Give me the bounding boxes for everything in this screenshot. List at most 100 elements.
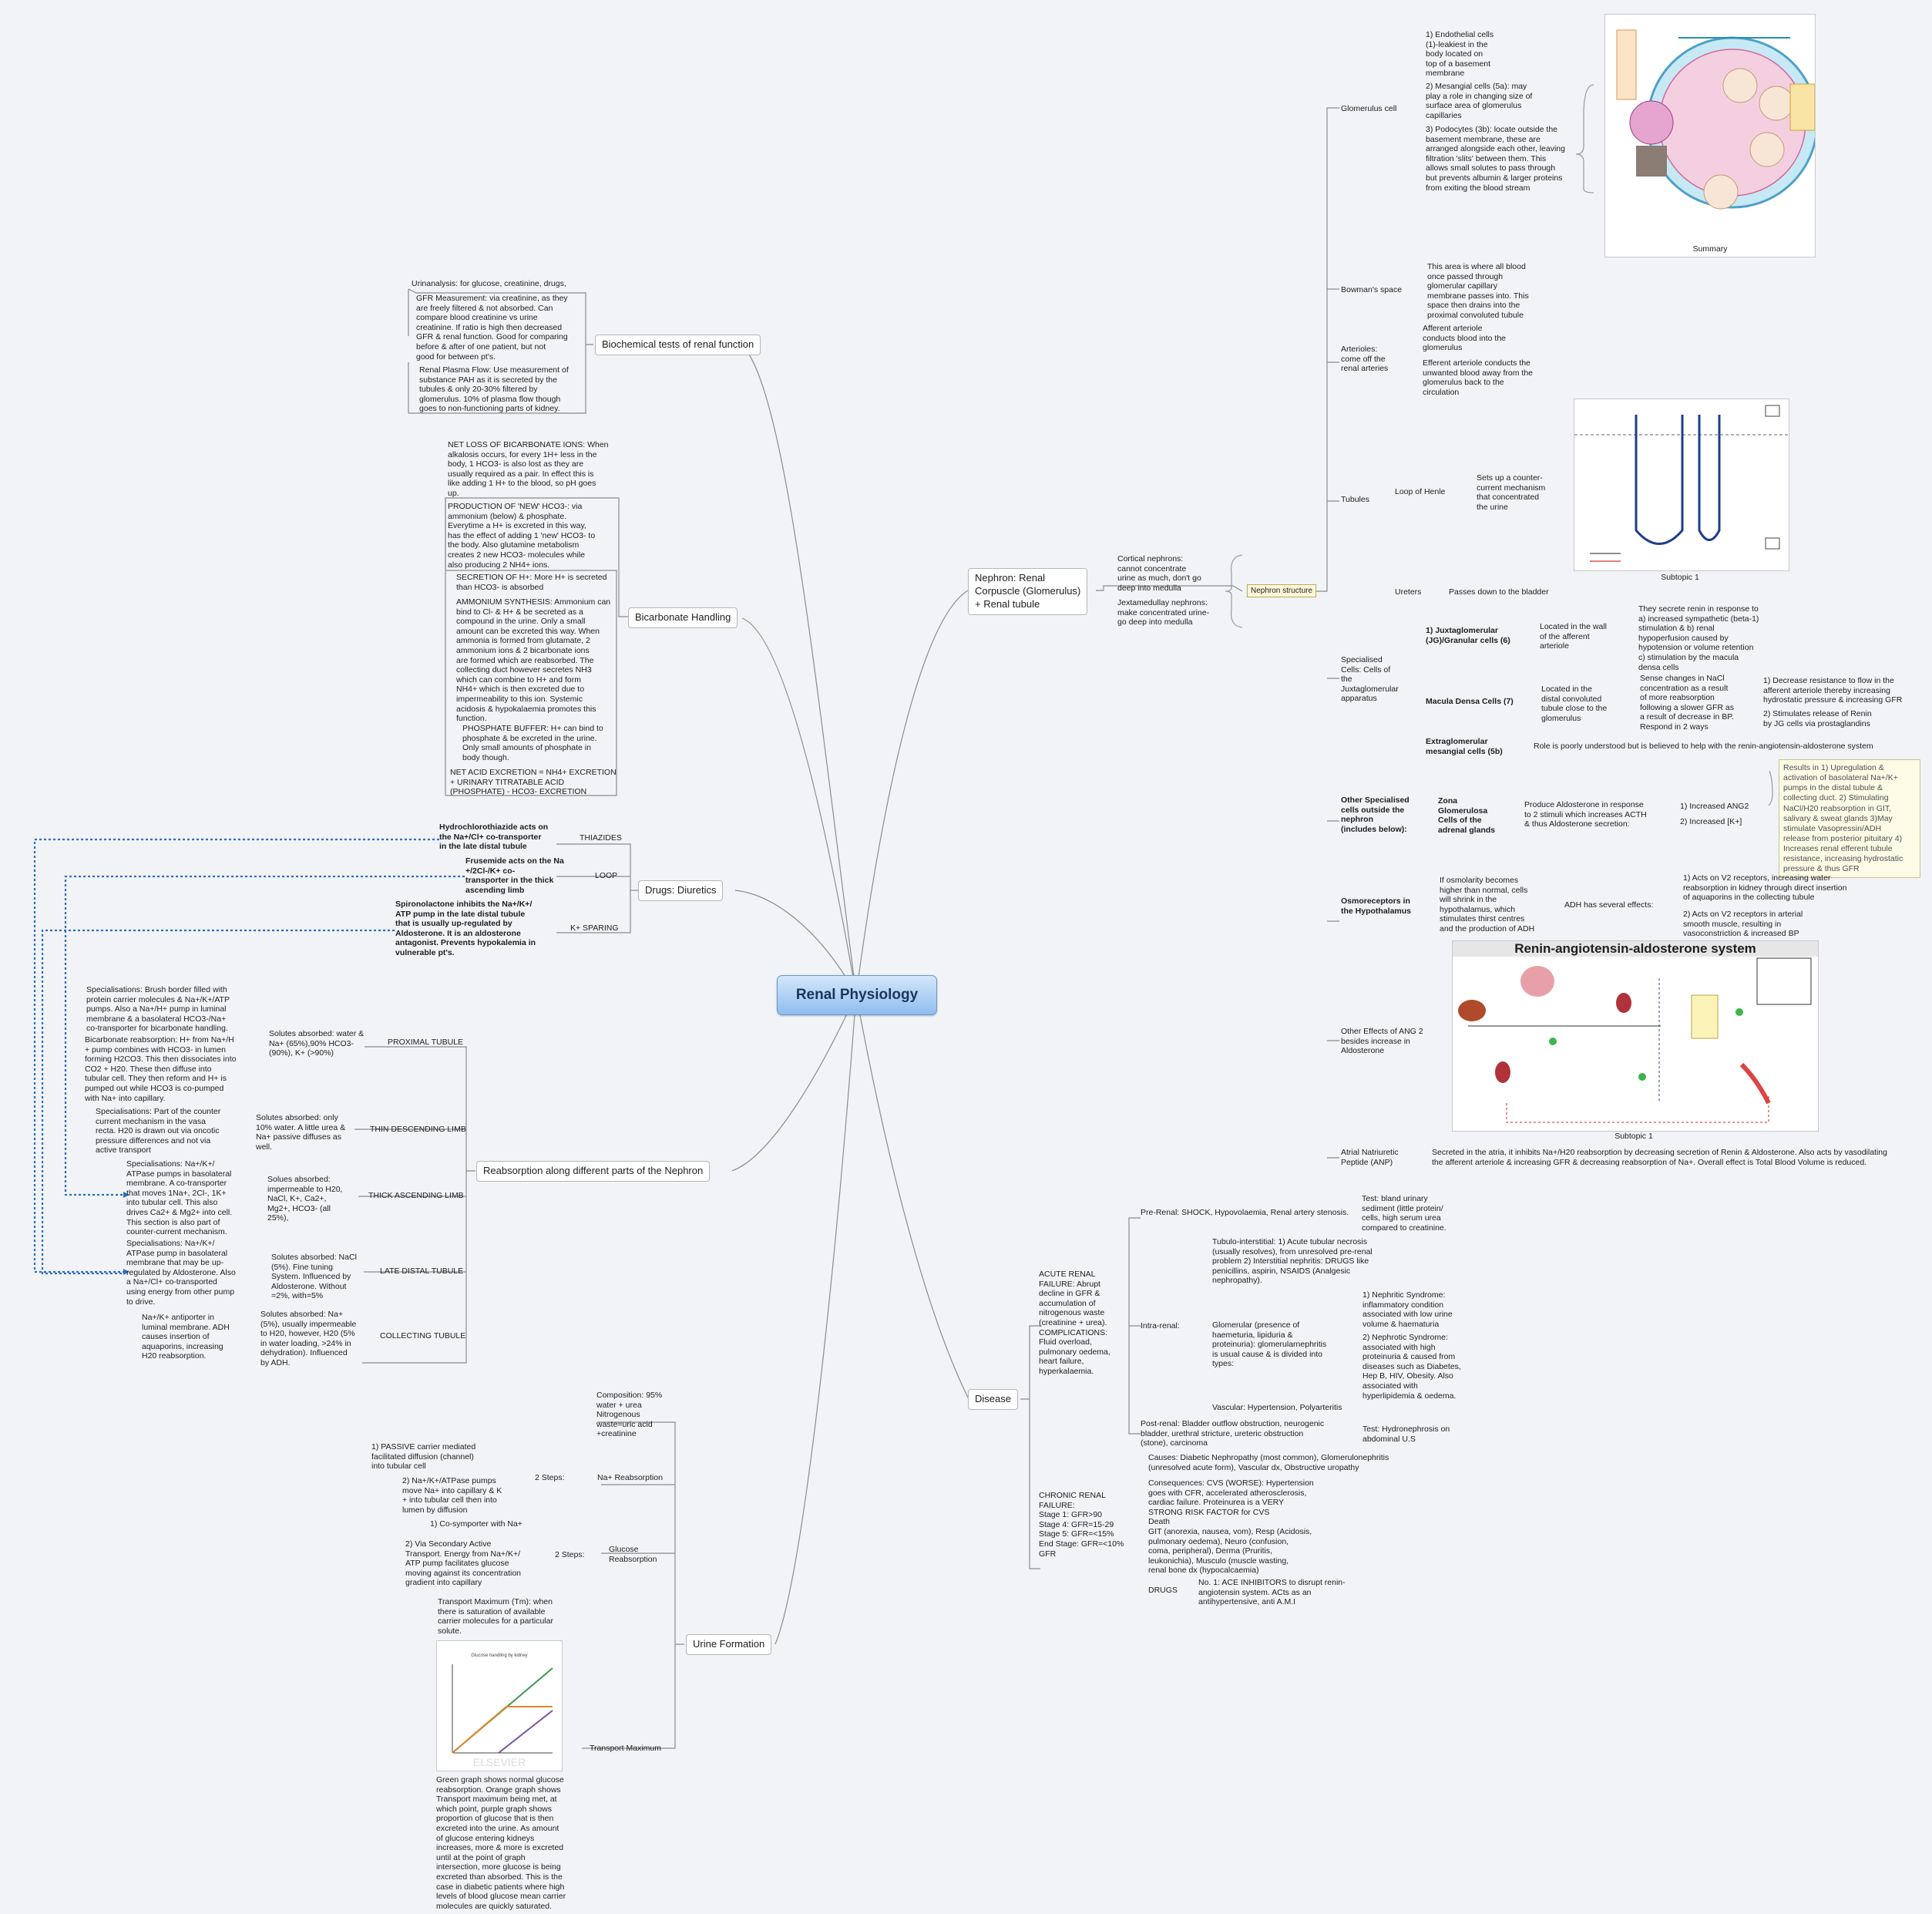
extraglomerular-mesangial-label[interactable]: Extraglomerular mesangial cells (5b): [1426, 737, 1503, 756]
glucose-reabsorption-label[interactable]: Glucose Reabsorption: [609, 1545, 657, 1564]
tubulo-interstitial: Tubulo-interstitial: 1) Acute tubular ne…: [1212, 1237, 1373, 1286]
ureters-label[interactable]: Ureters: [1395, 587, 1422, 597]
glomerulus-endothelial: 1) Endothelial cells (1)-leakiest in the…: [1426, 30, 1494, 79]
late-distal-solutes: Solutes absorbed: NaCl (5%). Fine tuning…: [271, 1253, 357, 1301]
zona-stimulus-2: 2) Increased [K+]: [1680, 817, 1742, 826]
k-sparing-label[interactable]: K+ SPARING: [570, 923, 619, 933]
pre-renal: Pre-Renal: SHOCK, Hypovolaemia, Renal ar…: [1141, 1208, 1349, 1217]
aldosterone-effects-note: Results in 1) Upregulation & activation …: [1779, 759, 1920, 879]
crf-drugs-label[interactable]: DRUGS: [1148, 1586, 1178, 1595]
anp-desc: Secreted in the atria, it inhibits Na+/H…: [1432, 1148, 1887, 1167]
gfr-measurement-text: GFR Measurement: via creatinine, as they…: [416, 294, 568, 362]
osmoreceptors-label[interactable]: Osmoreceptors in the Hypothalamus: [1341, 896, 1412, 916]
loop-desc: Frusemide acts on the Na +/2Cl-/K+ co- t…: [465, 856, 564, 895]
osmoreceptors-desc: If osmolarity becomes higher than normal…: [1440, 876, 1535, 933]
branch-nephron[interactable]: Nephron: Renal Corpuscle (Glomerulus) + …: [968, 568, 1088, 615]
transport-maximum-explanation: Green graph shows normal glucose reabsor…: [436, 1775, 566, 1911]
thin-descending-label[interactable]: THIN DESCENDING LIMB: [370, 1125, 466, 1134]
branch-disease[interactable]: Disease: [968, 1389, 1018, 1410]
raas-subtopic-caption: Subtopic 1: [1614, 1132, 1653, 1141]
nephrotic-syndrome: 2) Nephrotic Syndrome: associated with h…: [1362, 1333, 1461, 1401]
thiazides-label[interactable]: THIAZIDES: [580, 833, 622, 843]
raas-diagram-image: Renin-angiotensin-aldosterone system: [1452, 940, 1819, 1132]
k-sparing-desc: Spironolactone inhibits the Na+/K+/ ATP …: [395, 900, 536, 957]
thiazides-desc: Hydrochlorothiazide acts on the Na+/Cl+ …: [439, 822, 549, 852]
afferent-arteriole: Afferent arteriole conducts blood into t…: [1423, 324, 1506, 353]
bowmans-space-label[interactable]: Bowman's space: [1341, 285, 1403, 294]
jg-cells-location: Located in the wall of the afferent arte…: [1540, 622, 1607, 651]
loop-of-henle-label[interactable]: Loop of Henle: [1395, 487, 1446, 496]
loop-of-henle-desc: Sets up a counter- current mechanism tha…: [1477, 473, 1546, 512]
na-reabsorption-label[interactable]: Na+ Reabsorption: [597, 1473, 663, 1482]
juxtamedullary-nephrons: Jextamedullay nephrons: make concentrate…: [1117, 598, 1210, 627]
branch-reabsorption[interactable]: Reabsorption along different parts of th…: [476, 1161, 711, 1182]
loop-subtopic-caption: Subtopic 1: [1661, 573, 1699, 582]
tubules-label[interactable]: Tubules: [1341, 495, 1369, 504]
thick-ascending-spec: Specialisations: Na+/K+/ ATPase pumps in…: [126, 1159, 233, 1237]
extraglomerular-mesangial-desc: Role is poorly understood but is believe…: [1534, 742, 1873, 751]
branch-urine-formation[interactable]: Urine Formation: [686, 1634, 772, 1655]
branch-bicarbonate-handling[interactable]: Bicarbonate Handling: [628, 607, 738, 628]
loop-label[interactable]: LOOP: [595, 871, 618, 880]
macula-densa-response-2: 2) Stimulates release of Renin by JG cel…: [1763, 709, 1872, 728]
juxtaglomerular-apparatus-label[interactable]: Specialised Cells: Cells of the Juxtaglo…: [1341, 655, 1399, 704]
branch-diuretics[interactable]: Drugs: Diuretics: [638, 880, 724, 901]
macula-densa-function: Sense changes in NaCl concentration as a…: [1640, 674, 1734, 732]
adh-effect-2: 2) Acts on V2 receptors in arterial smoo…: [1683, 910, 1803, 939]
bicarb-h-secretion: SECRETION OF H+: More H+ is secreted tha…: [456, 573, 607, 592]
late-distal-label[interactable]: LATE DISTAL TUBULE: [380, 1266, 464, 1276]
chronic-renal-failure[interactable]: CHRONIC RENAL FAILURE: Stage 1: GFR>90 S…: [1039, 1491, 1124, 1559]
root-topic[interactable]: Renal Physiology: [777, 975, 937, 1015]
glomerulus-mesangial: 2) Mesangial cells (5a): may play a role…: [1426, 82, 1533, 120]
zona-stimulus-1: 1) Increased ANG2: [1680, 802, 1749, 811]
thin-descending-solutes: Solutes absorbed: only 10% water. A litt…: [256, 1113, 346, 1152]
glomerulus-summary-image: Summary: [1604, 14, 1819, 257]
jg-cells-function: They secrete renin in response to a) inc…: [1638, 604, 1759, 672]
crf-consequences: Consequences: CVS (WORSE): Hypertension …: [1148, 1478, 1314, 1576]
arterioles-label[interactable]: Arterioles: come off the renal arteries: [1341, 345, 1389, 374]
adh-effect-1: 1) Acts on V2 receptors, increasing wate…: [1683, 873, 1847, 903]
graph-title: Glucose handling by kidney: [471, 1653, 527, 1658]
macula-densa-label[interactable]: Macula Densa Cells (7): [1426, 697, 1514, 706]
thin-descending-spec: Specialisations: Part of the counter cur…: [96, 1107, 221, 1155]
adh-effects-label: ADH has several effects:: [1564, 900, 1654, 910]
macula-densa-response-1: 1) Decrease resistance to flow in the af…: [1763, 676, 1903, 705]
glomerulus-cell-label[interactable]: Glomerulus cell: [1341, 104, 1397, 113]
loop-of-henle-image: [1574, 399, 1789, 571]
jg-cells-label[interactable]: 1) Juxtaglomerular (JG)/Granular cells (…: [1426, 626, 1510, 645]
efferent-arteriole: Efferent arteriole conducts the unwanted…: [1423, 358, 1534, 397]
other-specialised-cells-label[interactable]: Other Specialised cells outside the neph…: [1341, 796, 1410, 834]
bicarb-new-production: PRODUCTION OF 'NEW' HCO3-: via ammonium …: [448, 502, 596, 570]
transport-maximum-label[interactable]: Transport Maximum: [590, 1744, 661, 1753]
branch-biochemical-tests[interactable]: Biochemical tests of renal function: [595, 335, 761, 355]
renal-plasma-flow-text: Renal Plasma Flow: Use measurement of su…: [419, 365, 569, 414]
na-step-2: 2) Na+/K+/ATPase pumps move Na+ into cap…: [402, 1476, 502, 1515]
intra-renal-label[interactable]: Intra-renal:: [1141, 1321, 1180, 1330]
proximal-tubule-bicarb: Bicarbonate reabsorption: H+ from Na+/H …: [85, 1035, 237, 1103]
urine-composition: Composition: 95% water + urea Nitrogenou…: [596, 1391, 663, 1439]
ureters-desc: Passes down to the bladder: [1449, 587, 1549, 597]
post-renal: Post-renal: Bladder outflow obstruction,…: [1141, 1419, 1325, 1448]
other-effects-ang2-label[interactable]: Other Effects of ANG 2 besides increase …: [1341, 1027, 1423, 1056]
pre-renal-test: Test: bland urinary sediment (little pro…: [1362, 1194, 1446, 1233]
na-steps-label: 2 Steps:: [535, 1473, 565, 1482]
acute-renal-failure[interactable]: ACUTE RENAL FAILURE: Abrupt decline in G…: [1039, 1270, 1110, 1376]
bowmans-space-desc: This area is where all blood once passed…: [1427, 262, 1529, 320]
urinalysis-text: Urinanalysis: for glucose, creatinine, d…: [412, 279, 566, 288]
bicarb-ammonium: AMMONIUM SYNTHESIS: Ammonium can bind to…: [456, 597, 611, 724]
collecting-tubule-solutes: Solutes absorbed: Na+ (5%), usually impe…: [260, 1310, 357, 1367]
raas-title: Renin-angiotensin-aldosterone system: [1453, 941, 1818, 957]
vascular: Vascular: Hypertension, Polyarteritis: [1212, 1403, 1342, 1412]
late-distal-spec: Specialisations: Na+/K+/ ATPase pump in …: [126, 1239, 236, 1307]
nephron-structure-label[interactable]: Nephron structure: [1247, 584, 1317, 597]
collecting-tubule-label[interactable]: COLLECTING TUBULE: [380, 1331, 466, 1340]
crf-causes: Causes: Diabetic Nephropathy (most commo…: [1148, 1453, 1389, 1472]
bicarb-phosphate: PHOSPHATE BUFFER: H+ can bind to phospha…: [462, 724, 603, 762]
zona-glomerulosa-label[interactable]: Zona Glomerulosa Cells of the adrenal gl…: [1438, 796, 1496, 835]
proximal-tubule-spec: Specialisations: Brush border filled wit…: [86, 985, 230, 1034]
proximal-tubule-solutes: Solutes absorbed: water & Na+ (65%),90% …: [269, 1029, 365, 1058]
proximal-tubule-label[interactable]: PROXIMAL TUBULE: [388, 1038, 464, 1047]
collecting-tubule-spec: Na+/K+ antiporter in luminal membrane. A…: [142, 1313, 230, 1361]
anp-label[interactable]: Atrial Natriuretic Peptide (ANP): [1341, 1148, 1399, 1167]
thick-ascending-label[interactable]: THICK ASCENDING LIMB: [368, 1191, 464, 1200]
